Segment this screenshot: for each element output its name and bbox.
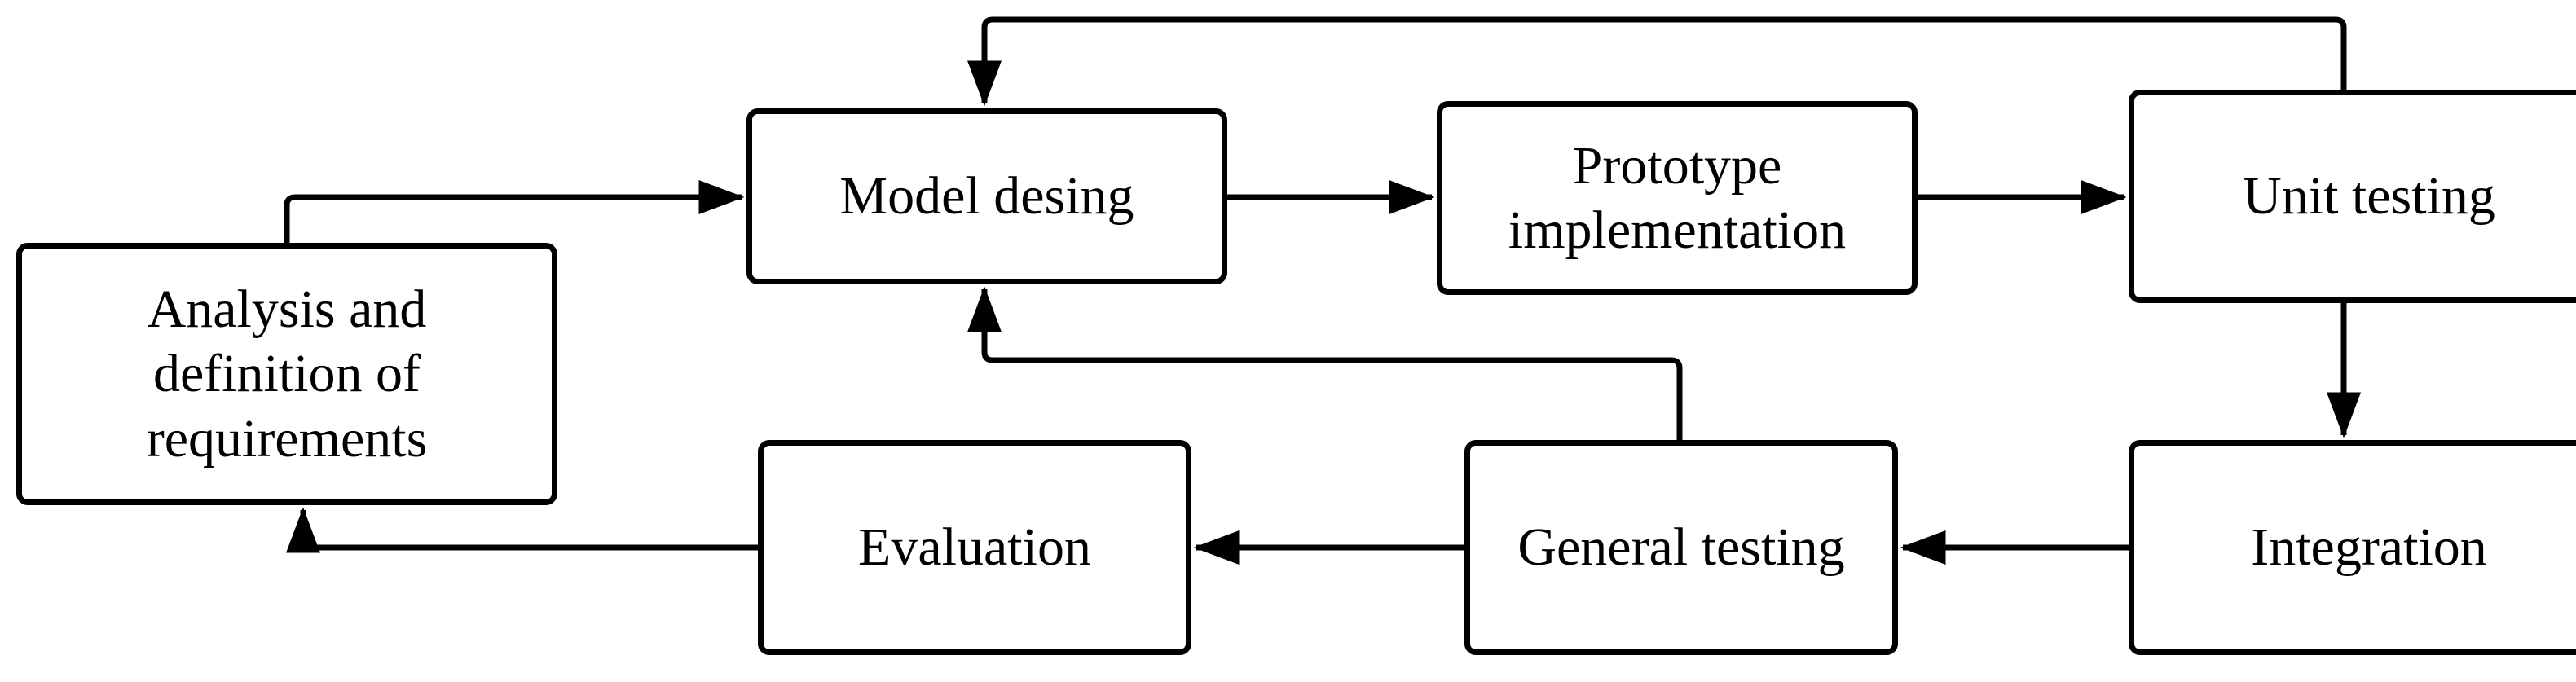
node-analysis-label: Analysis and definition of requirements	[146, 279, 428, 469]
node-general-testing-label: General testing	[1517, 517, 1845, 578]
arrow-unit-testing-to-model-design	[967, 16, 2347, 107]
arrow-general-testing-to-model-design	[967, 286, 1683, 440]
node-analysis-and-definition-of-requirements: Analysis and definition of requirements	[16, 243, 557, 505]
node-unit-testing: Unit testing	[2129, 90, 2576, 303]
node-evaluation: Evaluation	[758, 440, 1191, 655]
node-evaluation-label: Evaluation	[858, 517, 1091, 578]
node-model-design-label: Model desing	[839, 166, 1134, 227]
node-model-desing: Model desing	[746, 108, 1227, 284]
node-prototype-label: Prototype implementation	[1508, 135, 1847, 260]
arrow-evaluation-to-analysis	[286, 507, 758, 553]
node-integration: Integration	[2129, 440, 2576, 655]
arrow-analysis-to-model-design	[284, 180, 745, 243]
node-integration-label: Integration	[2251, 517, 2487, 578]
node-unit-testing-label: Unit testing	[2243, 166, 2495, 227]
node-prototype-implementation: Prototype implementation	[1437, 101, 1918, 295]
node-general-testing: General testing	[1464, 440, 1898, 655]
